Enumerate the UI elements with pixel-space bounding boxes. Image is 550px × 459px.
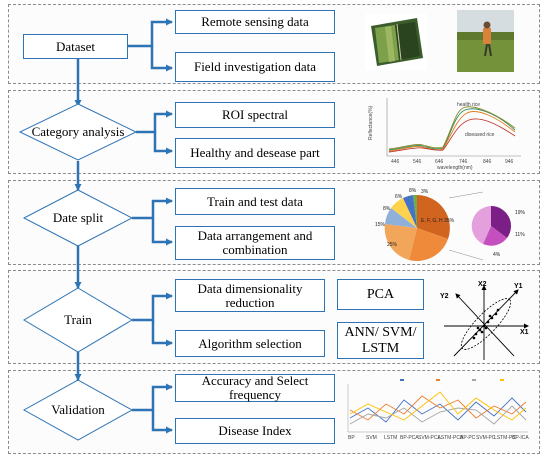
spectral-annotation: health rice: [457, 102, 480, 108]
pie-slice: [391, 198, 417, 228]
field-investigation-box: Field investigation data: [175, 52, 335, 82]
validation-xtick: LSTM-PCA: [438, 435, 464, 441]
validation-xtick: LSTM-PC: [494, 435, 516, 441]
pca-axis-label: Y1: [514, 283, 523, 290]
pie-slice: [483, 226, 507, 246]
pca-label: PCA: [366, 286, 395, 302]
pie-label: 11%: [515, 232, 525, 238]
pca-axes-plot: Y2 X2 Y1 X1: [430, 276, 532, 362]
pie-slice: [471, 206, 491, 244]
validation-xtick: SVM: [366, 435, 377, 441]
pie-label: 3%: [421, 189, 429, 195]
pie-label: 19%: [515, 210, 526, 216]
pie-center-label: E, F, G, H 35%: [421, 218, 455, 224]
pie-label: 6%: [395, 194, 403, 200]
dataset-label: Dataset: [56, 38, 95, 54]
spectral-xtick: 446: [391, 159, 400, 165]
train-test-label: Train and test data: [207, 193, 303, 209]
pie-of-pie-chart: 6% 8% 3% 8% 15% 25% E, F, G, H 35% 19% 1…: [365, 184, 530, 264]
algorithm-methods-box: ANN/ SVM/ LSTM: [337, 322, 424, 359]
train-test-box: Train and test data: [175, 188, 335, 215]
pie-slice: [413, 194, 417, 228]
spectral-xtick: 746: [459, 159, 468, 165]
data-arrangement-label: Data arrangement and combination: [197, 228, 313, 257]
pie-slice: [403, 195, 417, 228]
spectral-curve-chart: Reflectance(%) wavelength(nm) 446 546 64…: [365, 94, 525, 172]
algorithm-selection-box: Algorithm selection: [175, 330, 325, 357]
dimensionality-reduction-label: Data dimensionality reduction: [197, 280, 303, 310]
date-split-label: Date split: [52, 210, 104, 225]
spectral-xtick: 946: [505, 159, 514, 165]
validation-xtick: BP-PC: [460, 435, 476, 441]
validation-diamond: [22, 379, 134, 441]
spectral-xtick: 646: [435, 159, 444, 165]
pie-label: 4%: [493, 252, 501, 258]
disease-index-label: Disease Index: [218, 423, 292, 438]
pie-slice: [384, 224, 417, 260]
validation-xtick: BP: [348, 435, 355, 441]
remote-sensing-box: Remote sensing data: [175, 10, 335, 34]
pie-label: 8%: [409, 188, 417, 194]
category-analysis-label: Category analysis: [31, 124, 125, 139]
algorithm-methods-label: ANN/ SVM/ LSTM: [344, 324, 417, 356]
dataset-box: Dataset: [23, 34, 128, 59]
spectral-annotation: diseased rice: [465, 132, 495, 138]
pie-label: 8%: [383, 206, 391, 212]
date-split-diamond: [22, 189, 134, 247]
spectral-xtick: 846: [483, 159, 492, 165]
pca-box: PCA: [337, 279, 424, 310]
disease-index-box: Disease Index: [175, 418, 335, 444]
pie-label: 25%: [387, 242, 398, 248]
spectral-xtick: 546: [413, 159, 422, 165]
pie-slice: [385, 208, 417, 228]
algorithm-selection-label: Algorithm selection: [198, 335, 302, 351]
dimensionality-reduction-box: Data dimensionality reduction: [175, 279, 325, 312]
pie-slice: [409, 228, 448, 261]
validation-label: Validation: [51, 402, 105, 417]
remote-sensing-label: Remote sensing data: [201, 14, 309, 29]
validation-xtick: BP-ICA: [512, 435, 529, 441]
pie-slice: [417, 195, 450, 239]
accuracy-frequency-box: Accuracy and Select frequency: [175, 374, 335, 402]
validation-xtick: SVM-PC: [476, 435, 496, 441]
pca-axis-label: Y2: [440, 293, 449, 300]
field-photo: [457, 10, 514, 72]
train-label: Train: [64, 312, 92, 327]
validation-line-chart: BP SVM LSTM BP-PCA SVM-PCA LSTM-PCA BP-P…: [340, 378, 532, 444]
spectral-ylabel: Reflectance(%): [368, 105, 374, 140]
roi-spectral-box: ROI spectral: [175, 102, 335, 128]
train-diamond: [23, 287, 133, 353]
validation-xtick: LSTM: [384, 435, 397, 441]
roi-spectral-label: ROI spectral: [221, 107, 289, 122]
field-investigation-label: Field investigation data: [193, 59, 317, 74]
pca-axis-label: X1: [520, 329, 529, 336]
healthy-disease-label: Healthy and desease part: [190, 145, 320, 160]
remote-sensing-image: [365, 14, 427, 70]
validation-xtick: SVM-PCA: [418, 435, 441, 441]
pie-slice: [491, 206, 511, 238]
spectral-xlabel: wavelength(nm): [437, 165, 473, 171]
validation-xtick: BP-PCA: [400, 435, 419, 441]
category-analysis-diamond: [18, 103, 138, 161]
accuracy-frequency-label: Accuracy and Select frequency: [201, 373, 309, 402]
healthy-disease-box: Healthy and desease part: [175, 138, 335, 168]
pca-axis-label: X2: [478, 281, 487, 288]
data-arrangement-box: Data arrangement and combination: [175, 226, 335, 260]
pie-label: 15%: [375, 222, 386, 228]
